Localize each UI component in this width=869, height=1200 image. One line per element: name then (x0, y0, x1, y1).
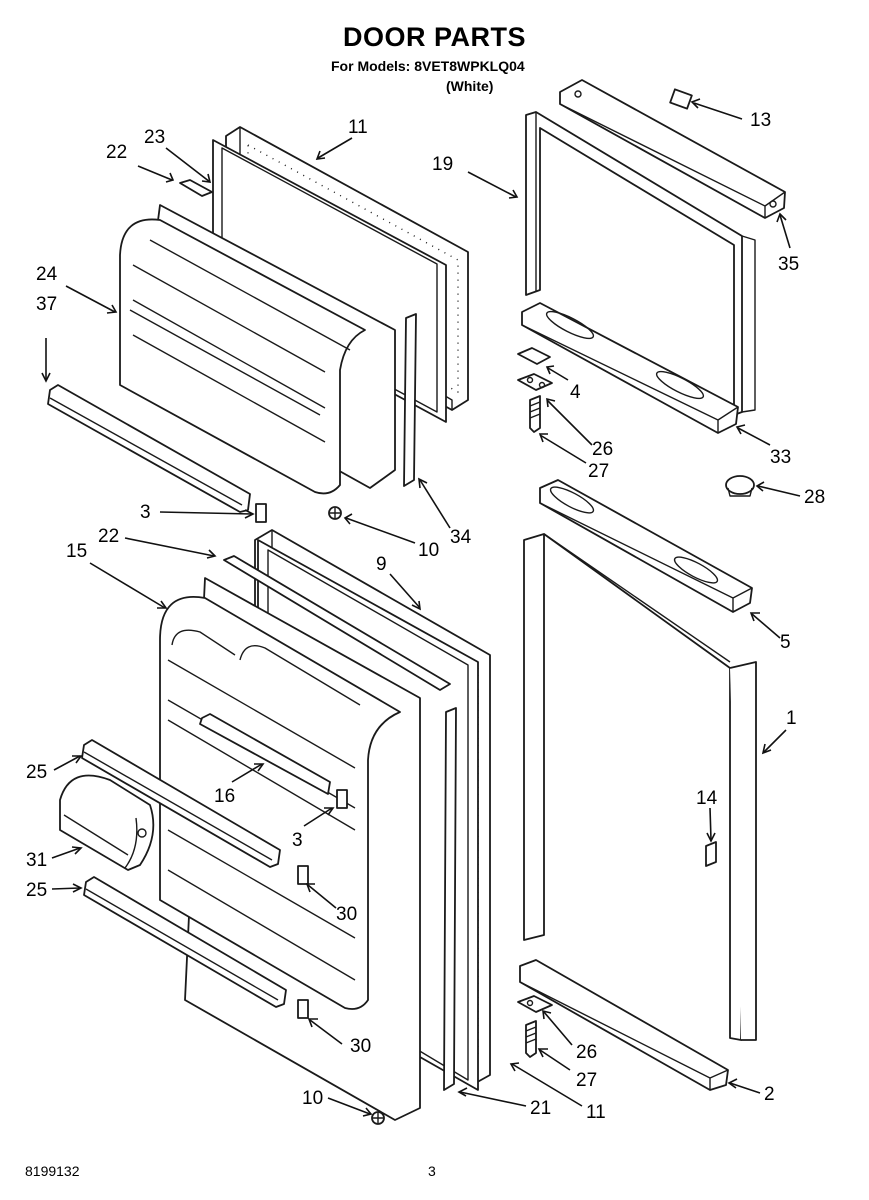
callout-22-bottom: 22 (98, 526, 119, 547)
part-1-fresh-food-door-frame (523, 533, 757, 1041)
callout-26-bottom: 26 (576, 1042, 597, 1063)
part-24-freezer-door-liner (119, 204, 396, 495)
callout-31: 31 (26, 850, 47, 871)
callout-33: 33 (770, 447, 791, 468)
part-25-door-bar-top (81, 739, 281, 868)
callout-10-top: 10 (418, 540, 439, 561)
page-title: DOOR PARTS (342, 22, 526, 52)
part-35-top-trim (559, 79, 786, 219)
callout-25-top: 25 (26, 762, 47, 783)
callout-4: 4 (570, 382, 581, 403)
callout-labels: 13 19 35 11 22 23 24 37 4 26 27 33 28 3 … (26, 110, 825, 1123)
callout-22-top: 22 (106, 142, 127, 163)
part-3-clip-mid (336, 789, 348, 809)
models-subtitle: For Models: 8VET8WPKLQ04 (331, 58, 525, 74)
part-21-door-stop-strip (443, 707, 457, 1091)
page-number: 3 (428, 1163, 436, 1179)
part-25-door-bar-bottom (83, 876, 287, 1008)
callout-35: 35 (778, 254, 799, 275)
callout-5: 5 (780, 632, 791, 653)
color-note: (White) (446, 78, 494, 94)
part-22-breaker-strip-bottom (223, 555, 451, 691)
callout-21: 21 (530, 1098, 551, 1119)
callout-11-bottom: 11 (586, 1102, 606, 1123)
part-5-top-trim-lower (539, 479, 753, 613)
callout-26-top: 26 (592, 439, 613, 460)
part-3-clip-top (255, 503, 267, 523)
part-26-hinge-bottom (517, 995, 553, 1013)
part-30-clip-bottom (297, 999, 309, 1019)
callout-11-top: 11 (348, 117, 368, 138)
callout-3-top: 3 (140, 502, 151, 523)
part-27-screw-top (529, 395, 541, 433)
part-30-clip-top (297, 865, 309, 885)
part-19-freezer-door-frame (525, 111, 756, 416)
callout-30-bottom: 30 (350, 1036, 371, 1057)
part-33-bottom-trim (521, 302, 739, 434)
callout-30-top: 30 (336, 904, 357, 925)
callout-23: 23 (144, 127, 165, 148)
part-10-screw-bottom (371, 1111, 385, 1125)
part-13-label (669, 88, 693, 110)
callout-27-bottom: 27 (576, 1070, 597, 1091)
part-27-screw-bottom (525, 1020, 537, 1058)
callout-24: 24 (36, 264, 58, 285)
callout-13: 13 (750, 110, 771, 131)
part-2-bottom-trim (519, 959, 729, 1091)
callout-28: 28 (804, 487, 825, 508)
part-4-hinge-plate (517, 347, 553, 391)
part-22-breaker-strip-top (179, 179, 213, 197)
part-31-dairy-door (59, 774, 155, 871)
callout-16: 16 (214, 786, 235, 807)
part-28-plug (725, 475, 755, 497)
part-37-shelf-rail (47, 384, 251, 513)
callout-10-bottom: 10 (302, 1088, 323, 1109)
callout-25-bottom: 25 (26, 880, 47, 901)
callout-3-mid: 3 (292, 830, 303, 851)
leader-lines (41, 98, 801, 1117)
callout-34: 34 (450, 527, 472, 548)
document-number: 8199132 (25, 1163, 80, 1179)
part-10-screw-top (328, 506, 342, 520)
callout-2: 2 (764, 1084, 775, 1105)
callout-1: 1 (786, 708, 797, 729)
callout-9: 9 (376, 554, 387, 575)
callout-19: 19 (432, 154, 453, 175)
part-14-door-stop-bracket (705, 841, 717, 867)
part-16-shelf-rail (199, 713, 331, 795)
callout-15: 15 (66, 541, 87, 562)
callout-14: 14 (696, 788, 718, 809)
callout-27-top: 27 (588, 461, 609, 482)
callout-37: 37 (36, 294, 57, 315)
part-34-door-stop (403, 313, 417, 487)
